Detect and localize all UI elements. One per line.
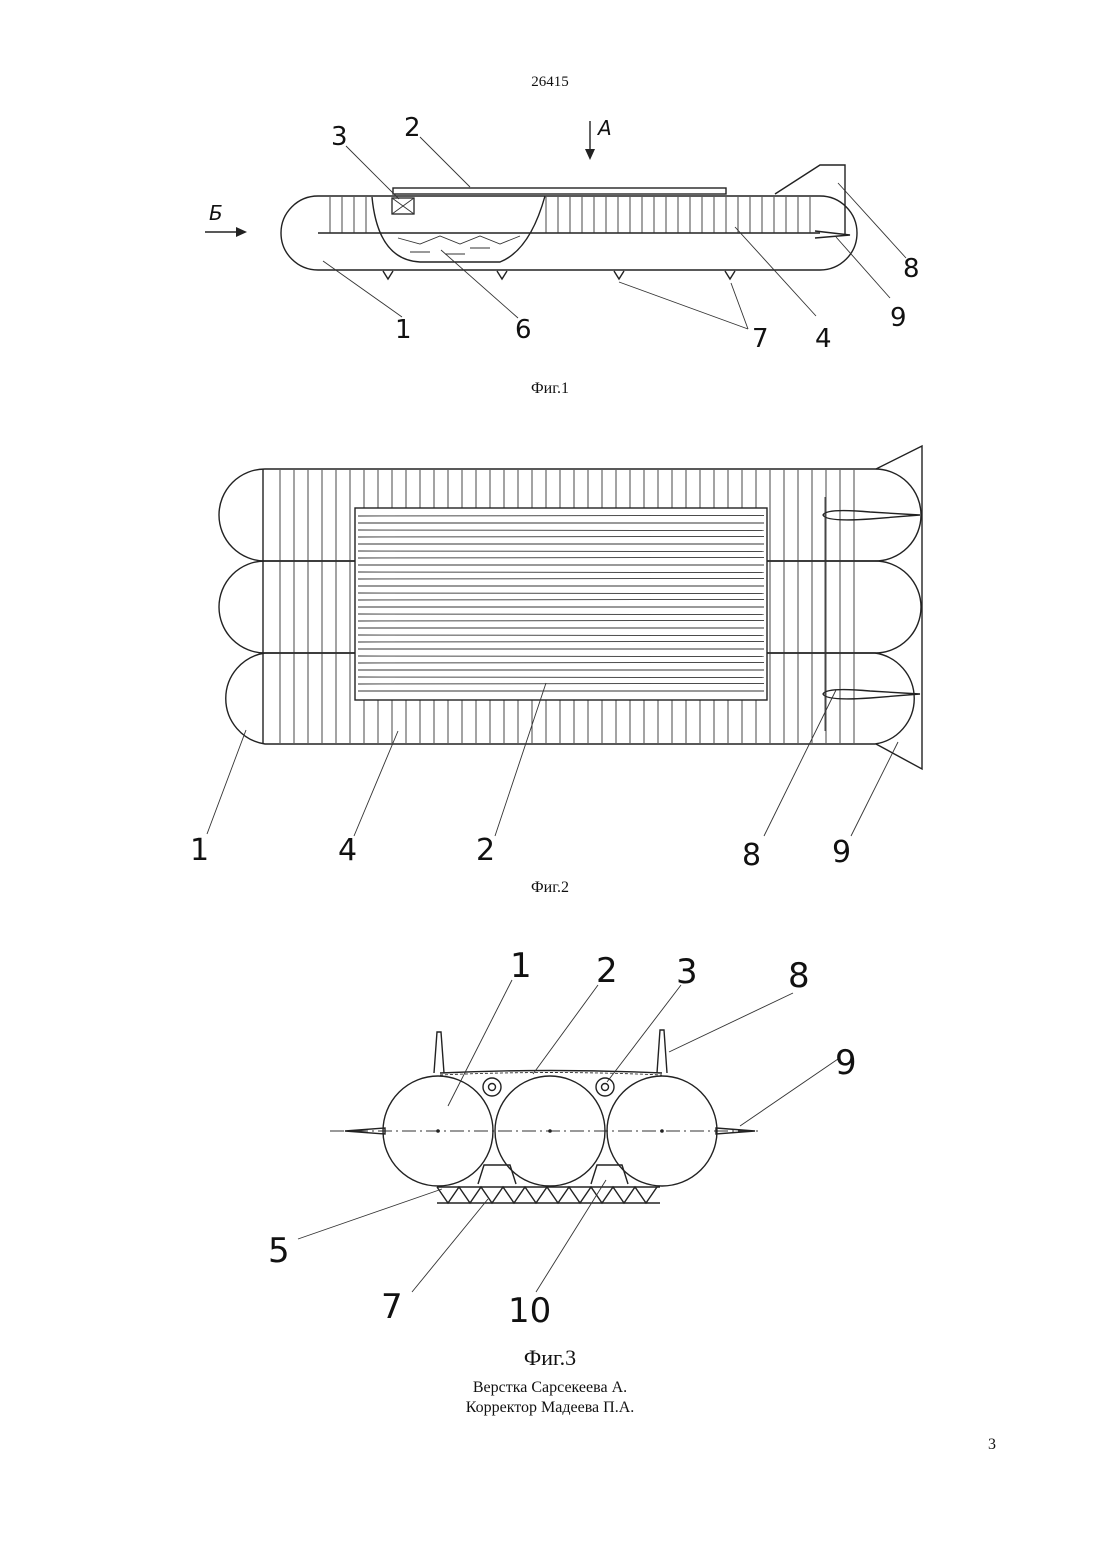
fig1-label-3: 3 (331, 122, 348, 152)
fig1-label-9: 9 (890, 303, 907, 333)
fig2-label-1: 1 (190, 833, 209, 868)
figure-1-caption: Фиг.1 (0, 380, 1100, 398)
fig3-label-5: 5 (268, 1231, 290, 1271)
fig2-label-4: 4 (338, 833, 357, 868)
fig1-label-1: 1 (395, 315, 412, 345)
drawing-line (358, 683, 764, 684)
drawing-line (358, 620, 764, 621)
corrector-credit: Корректор Мадеева П.А. (0, 1398, 1100, 1418)
layout-credit: Верстка Сарсекеева А. (0, 1378, 1100, 1398)
drawing-line (358, 593, 764, 594)
fig1-label-8: 8 (903, 254, 920, 284)
fig2-label-2: 2 (476, 833, 495, 868)
figure-2-caption: Фиг.2 (0, 879, 1100, 897)
drawing-line (358, 551, 764, 552)
figure-1-drawing (205, 121, 906, 329)
fig1-label-4: 4 (815, 324, 832, 354)
fig3-label-10: 10 (508, 1291, 551, 1331)
fig3-label-7: 7 (381, 1287, 403, 1327)
drawing-line (358, 677, 764, 678)
drawing-line (358, 656, 764, 657)
figure-2-drawing (207, 446, 922, 836)
drawing-line (358, 662, 764, 663)
fig2-label-8: 8 (742, 838, 761, 873)
fig3-label-8: 8 (788, 956, 810, 996)
figure-3-drawing (298, 980, 838, 1292)
drawing-line (358, 599, 764, 600)
fig3-label-2: 2 (596, 951, 618, 991)
figure-3-caption: Фиг.3 (0, 1345, 1100, 1371)
fig2-label-9: 9 (832, 835, 851, 870)
drawing-line (358, 572, 764, 573)
fig1-label-2: 2 (404, 113, 421, 143)
fig3-label-1: 1 (510, 946, 532, 986)
fig3-label-3: 3 (676, 952, 698, 992)
drawing-line (358, 614, 764, 615)
figure-3-labels: 1 2 3 8 9 5 7 10 (268, 946, 857, 1331)
drawing-line (358, 536, 764, 537)
drawing-line (358, 641, 764, 642)
fig1-label-6: 6 (515, 315, 532, 345)
fig1-label-7: 7 (752, 324, 769, 354)
drawing-line (358, 557, 764, 558)
page-number: 3 (988, 1436, 996, 1454)
fig1-arrow-a-label: А (596, 116, 612, 140)
drawing-line (358, 515, 764, 516)
drawing-line (358, 635, 764, 636)
figure-2-labels: 1 4 2 8 9 (190, 833, 851, 873)
drawing-line (358, 578, 764, 579)
fig1-arrow-b-label: Б (209, 201, 223, 225)
fig3-label-9: 9 (835, 1043, 857, 1083)
drawing-line (358, 530, 764, 531)
